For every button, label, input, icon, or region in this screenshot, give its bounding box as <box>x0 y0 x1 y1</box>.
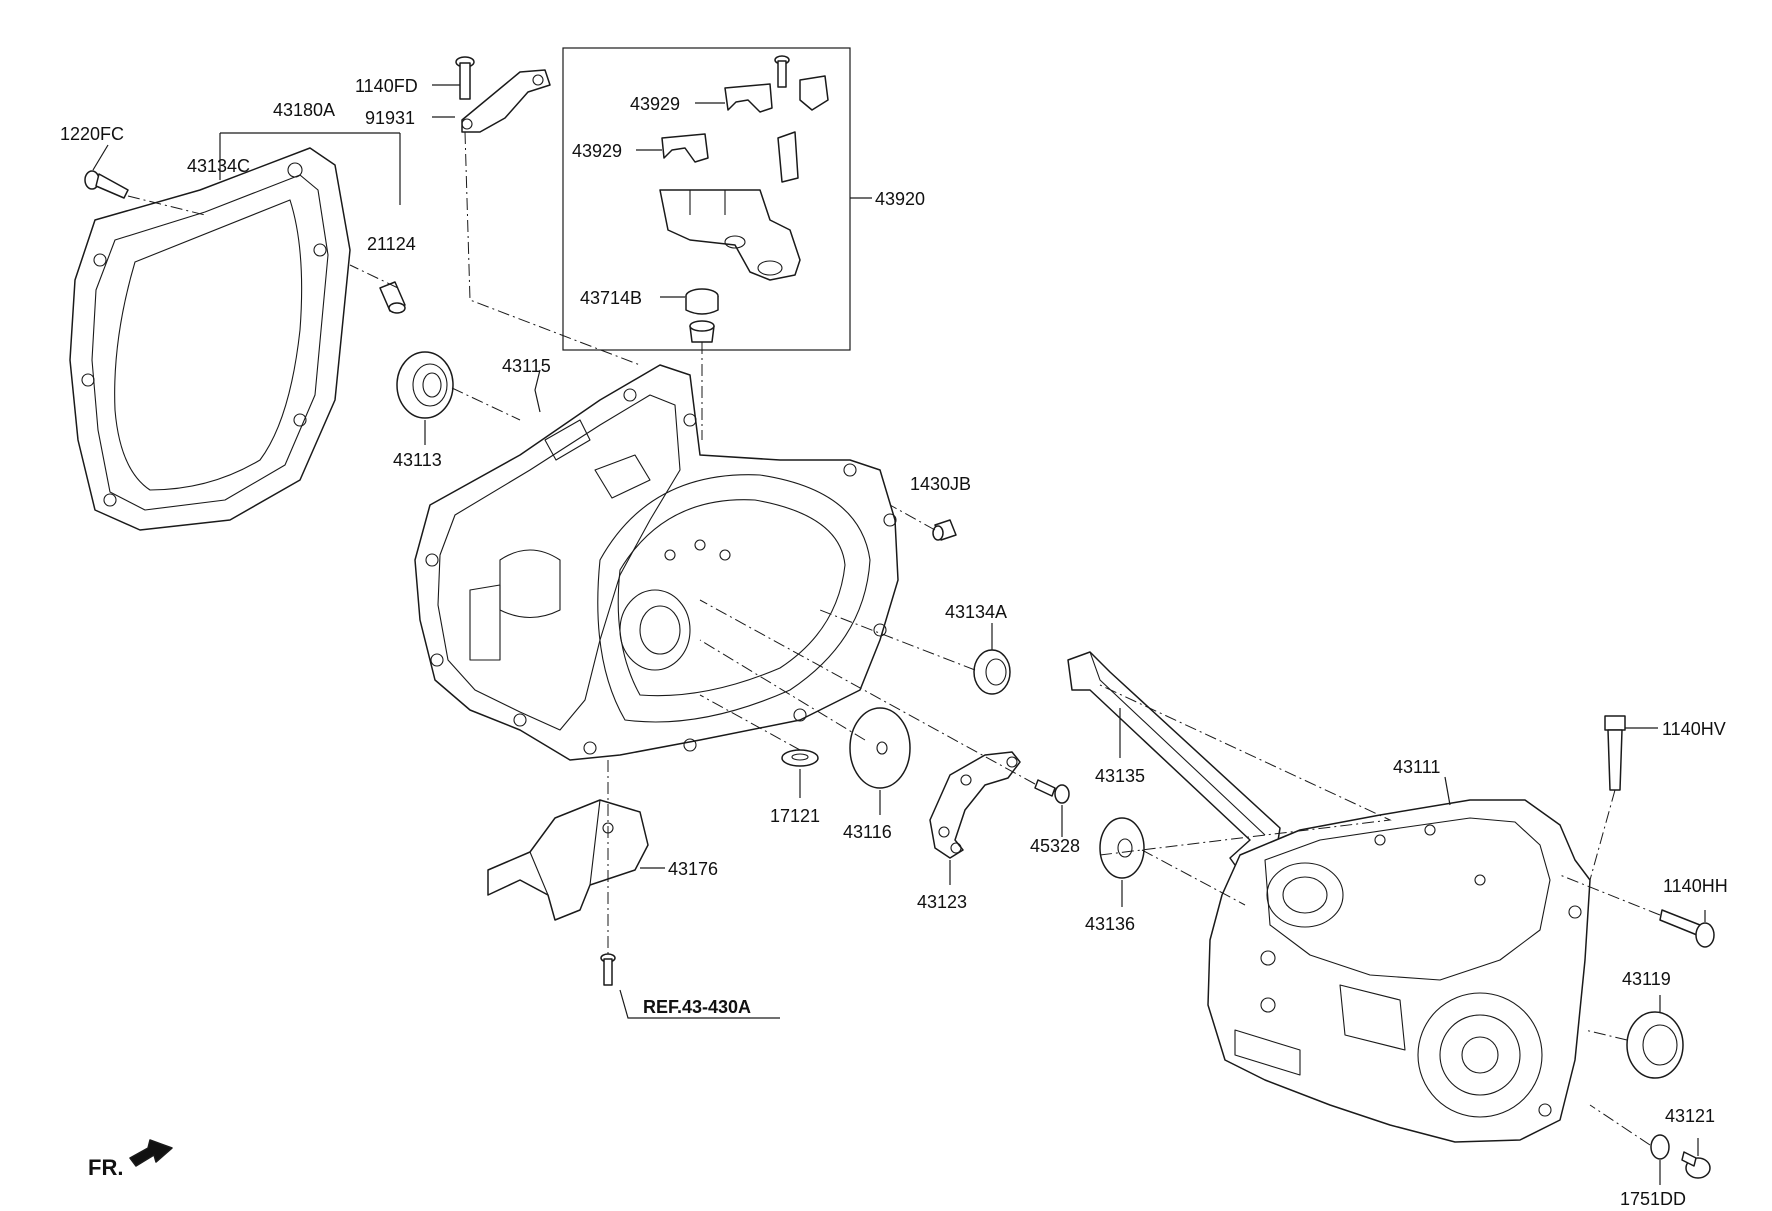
label-1140hv: 1140HV <box>1662 719 1726 739</box>
seal-43119 <box>1626 1011 1684 1079</box>
bolt-1140fd <box>455 56 475 100</box>
seal-43113 <box>396 351 454 419</box>
plate-43123 <box>929 751 1021 859</box>
label-43123: 43123 <box>917 892 967 912</box>
label-43176: 43176 <box>668 859 718 879</box>
label-43116: 43116 <box>843 822 892 842</box>
label-91931: 91931 <box>365 108 415 128</box>
seal-43134a <box>973 649 1011 695</box>
label-1430jb: 1430JB <box>910 474 971 494</box>
cover-43176 <box>487 799 649 921</box>
label-43119: 43119 <box>1622 969 1671 989</box>
label-17121: 17121 <box>770 806 820 826</box>
label-43113: 43113 <box>393 450 442 470</box>
fork-bracket-43920 <box>659 189 801 281</box>
label-43134a: 43134A <box>945 602 1007 622</box>
label-43134c: 43134C <box>187 156 250 176</box>
label-43929-top: 43929 <box>630 94 680 114</box>
label-43929-lower: 43929 <box>572 141 622 161</box>
washer-17121 <box>781 749 819 767</box>
label-43136: 43136 <box>1085 914 1135 934</box>
assembly-lines <box>127 131 1661 1146</box>
front-label: FR. <box>88 1155 123 1180</box>
label-43121: 43121 <box>1665 1106 1715 1126</box>
bolt-1140hh <box>1659 909 1715 948</box>
label-43115: 43115 <box>502 356 551 376</box>
transmission-housing-43115 <box>414 364 899 761</box>
label-21124: 21124 <box>367 234 416 254</box>
reference-label: REF.43-430A <box>643 997 751 1017</box>
bolt-1220fc <box>84 170 129 199</box>
label-1751dd: 1751DD <box>1620 1189 1686 1209</box>
plug-43121 <box>1681 1151 1711 1179</box>
plug-below-bushing <box>689 320 715 343</box>
bolt-ref-43-430a <box>600 953 616 986</box>
label-1140fd: 1140FD <box>355 76 418 96</box>
label-43180a: 43180A <box>273 100 335 120</box>
label-43714b: 43714B <box>580 288 642 308</box>
bushing-43714b <box>685 288 719 315</box>
dowel-21124 <box>379 281 406 314</box>
label-43920: 43920 <box>875 189 925 209</box>
bolt-1140hv <box>1604 715 1626 791</box>
clip-43929-top <box>724 83 773 113</box>
label-43111: 43111 <box>1393 757 1440 777</box>
disc-43116 <box>849 707 911 789</box>
disc-43136 <box>1099 817 1145 879</box>
bolt-45328 <box>1034 779 1070 804</box>
label-1220fc: 1220FC <box>60 124 124 144</box>
gasket-plate-43134c <box>69 147 351 531</box>
washer-1751dd <box>1650 1134 1670 1160</box>
label-45328: 45328 <box>1030 836 1080 856</box>
label-43135: 43135 <box>1095 766 1145 786</box>
leader-lines <box>92 84 1706 1185</box>
bolt-in-box <box>774 55 790 88</box>
pin-1430jb <box>932 519 957 541</box>
selector-lever <box>777 75 829 183</box>
stay-43135 <box>1067 651 1281 873</box>
part-labels: 1140FD 91931 43180A 1220FC 43134C 21124 … <box>60 76 1728 1209</box>
clip-43929-lower <box>661 133 709 163</box>
front-arrow-icon <box>129 1139 173 1167</box>
label-1140hh: 1140HH <box>1663 876 1728 896</box>
transmission-case-43111 <box>1207 799 1591 1143</box>
bracket-91931 <box>461 69 551 133</box>
assembly-box-43920 <box>562 47 851 351</box>
